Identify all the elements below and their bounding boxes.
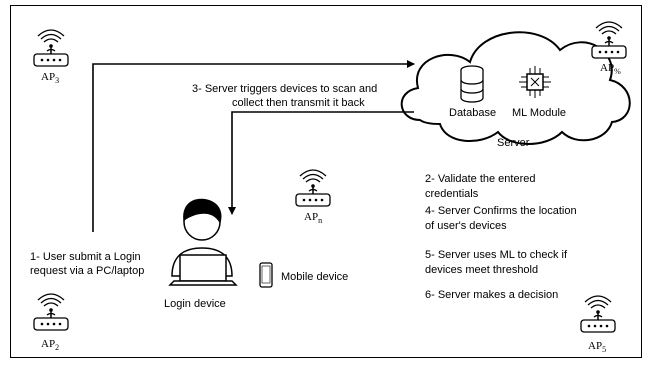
step3-line2: collect then transmit it back — [232, 97, 365, 109]
step3-line1: 3- Server triggers devices to scan and — [192, 83, 378, 95]
step4-line1: 4- Server Confirms the location — [425, 205, 577, 217]
router-ap6-icon — [591, 21, 627, 59]
mobile-phone-icon — [259, 262, 273, 288]
database-label: Database — [449, 107, 497, 119]
login-request-arrow — [92, 60, 415, 232]
ap5-label: AP5 — [588, 340, 607, 355]
step1-line2: request via a PC/laptop — [30, 265, 145, 277]
step2-line2: credentials — [425, 188, 479, 200]
server-label: Server — [497, 137, 530, 149]
step5-line2: devices meet threshold — [425, 264, 539, 276]
router-apn-icon — [295, 169, 331, 207]
step4-line2: of user's devices — [425, 220, 507, 232]
cloud-shape — [400, 31, 631, 145]
user-laptop-icon — [168, 198, 238, 286]
step6-line1: 6- Server makes a decision — [425, 289, 559, 301]
step2-line1: 2- Validate the entered — [425, 173, 536, 185]
diagram-frame — [10, 5, 642, 358]
ap2-label: AP2 — [41, 338, 60, 353]
ml-module-label: ML Module — [512, 107, 567, 119]
login-device-label: Login device — [164, 298, 226, 310]
mobile-device-label: Mobile device — [281, 271, 349, 283]
server-trigger-arrow — [228, 111, 414, 215]
step5-line1: 5- Server uses ML to check if — [425, 249, 568, 261]
router-ap5-icon — [580, 295, 616, 333]
router-ap3-icon — [33, 29, 69, 67]
ap6-label: AP% — [600, 62, 621, 77]
step1-line1: 1- User submit a Login — [30, 251, 141, 263]
ml-chip-icon — [519, 66, 551, 98]
router-ap2-icon — [33, 293, 69, 331]
ap3-label: AP3 — [41, 71, 60, 86]
apn-label: APn — [304, 211, 323, 226]
database-icon — [460, 65, 484, 103]
